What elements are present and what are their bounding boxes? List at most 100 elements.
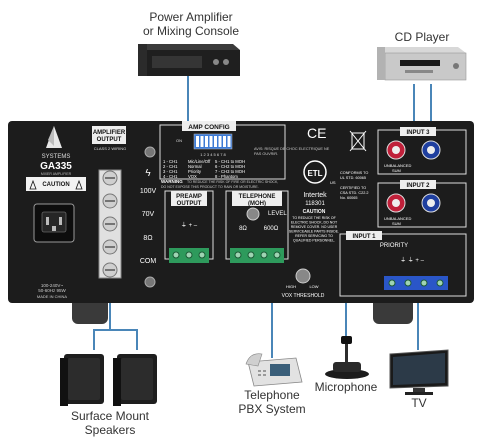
warning-text: TO REDUCE THE RISK OF FIRE OR ELECTRIC S…: [187, 180, 278, 184]
dip-switch-8[interactable]: [227, 136, 231, 147]
amp-output-title-2: OUTPUT: [97, 137, 122, 143]
preamp-title-1: PREAMP: [176, 194, 202, 200]
caution2-line: TO REDUCE THE RISK OF: [292, 216, 335, 220]
terminal-screw-icon[interactable]: [436, 279, 444, 287]
caution-label: CAUTION: [26, 177, 86, 191]
dip-switch-3[interactable]: [205, 136, 208, 147]
conforms-1: CONFORMS TO: [340, 171, 368, 175]
terminal-100v: 100V: [140, 188, 157, 195]
terminal-screw-icon[interactable]: [273, 251, 281, 259]
config-cell: 6 - CH2 to MOH: [215, 164, 245, 169]
config-cell: 1 - CH1: [163, 159, 178, 164]
power-rating-line1: 100-240V~: [41, 283, 64, 288]
input2-unbalanced: UNBALANCED: [384, 216, 411, 221]
config-cell: 3 - CH1: [163, 169, 178, 174]
speaker-right: [113, 354, 157, 406]
input3-unbalanced: UNBALANCED: [384, 163, 411, 168]
tv-device: [389, 349, 449, 395]
vox-low: LOW: [309, 284, 318, 289]
model-name: GA335: [40, 161, 72, 172]
ce-mark: CE: [307, 125, 326, 141]
brand-name: SYSTEMS: [42, 154, 71, 160]
dip-switch-1[interactable]: [196, 136, 199, 147]
terminal-screw-icon[interactable]: [172, 251, 180, 259]
input2-title: INPUT 2: [406, 183, 430, 189]
power-amplifier-label: Power Amplifier or Mixing Console: [142, 10, 240, 38]
power-amplifier-device: [138, 44, 240, 76]
caution-text: CAUTION: [42, 182, 69, 188]
config-cell: VOX: [188, 174, 197, 179]
vox-threshold-label: VOX THRESHOLD: [282, 293, 325, 299]
warning-title: WARNING: [161, 179, 183, 184]
dip-switch-block[interactable]: [193, 133, 233, 150]
power-rating-line2: 50-60Hz 95W: [38, 288, 66, 293]
tv-label: TV: [411, 396, 427, 410]
terminal-com: COM: [140, 258, 157, 265]
conforms-2: UL STD. 60065: [340, 176, 366, 180]
microphone-label: Microphone: [314, 380, 378, 394]
terminal-screw-icon[interactable]: [185, 251, 193, 259]
caution2-line: ELECTRIC SHOCK, DO NOT: [291, 221, 338, 225]
caution2-line: REFER SERVICING TO: [295, 234, 333, 238]
amp-output-title-1: AMPLIFIER: [93, 130, 126, 136]
french-warning-2: PAS OUVRIR.: [254, 152, 278, 156]
vox-high: HIGH: [286, 284, 296, 289]
dip-switch-7[interactable]: [223, 136, 226, 147]
terminal-screw-icon[interactable]: [198, 251, 206, 259]
etl-text: ETL: [307, 169, 322, 178]
input3-section: INPUT 3 UNBALANCED SUM: [377, 127, 467, 175]
input2-sum: SUM: [392, 221, 401, 226]
dip-switch-4[interactable]: [209, 136, 213, 147]
input1-section: INPUT 1 PRIORITY ⏚ ⏚ + –: [339, 231, 467, 297]
class2-label: CLASS 2 WIRING: [94, 146, 126, 151]
dip-numbers: 1 2 3 4 5 6 7 8: [200, 152, 226, 157]
cd-player-device: [377, 47, 467, 81]
ohm600-label: 600Ω: [264, 226, 279, 232]
input3-title: INPUT 3: [406, 130, 430, 136]
input1-terminal[interactable]: [384, 276, 448, 290]
config-cell: Mic/Line/Off: [188, 159, 211, 164]
terminal-screw-icon[interactable]: [420, 279, 428, 287]
config-cell: Priority: [188, 169, 202, 174]
panel-body: [8, 121, 474, 303]
cd-player-label: CD Player: [394, 30, 450, 44]
weee-bin-icon: [351, 132, 365, 150]
ac-power-inlet[interactable]: [33, 203, 75, 243]
input3-sum: SUM: [392, 168, 401, 173]
certified-1: CERTIFIED TO: [340, 186, 366, 190]
telephone-moh-section: TELEPHONE (MOH) LEVEL 8Ω 600Ω: [225, 190, 289, 263]
speaker-left: [60, 354, 104, 406]
config-cell: 7 - CH3 to MOH: [215, 169, 245, 174]
vox-threshold-section: HIGH LOW VOX THRESHOLD: [282, 268, 325, 299]
level-label: LEVEL: [268, 211, 287, 217]
model-sub: MIXER AMPLIFIER: [41, 172, 72, 176]
terminal-screw-icon[interactable]: [260, 251, 268, 259]
etl-mark: [303, 160, 327, 184]
preamp-output-section: PREAMP OUTPUT ⏚ + –: [164, 190, 214, 263]
caution2-line: SERVICEABLE PARTS INSIDE.: [289, 230, 339, 234]
level-knob[interactable]: [246, 207, 260, 221]
config-cell: Normal: [188, 164, 202, 169]
terminal-screw-icon[interactable]: [388, 279, 396, 287]
surface-speakers-label: Surface Mount Speakers: [70, 409, 150, 437]
dip-on-label: ON: [176, 138, 182, 143]
telephone-device: [245, 353, 303, 387]
dip-switch-5[interactable]: [214, 136, 217, 147]
vox-threshold-knob[interactable]: [295, 268, 311, 284]
terminal-screw-icon[interactable]: [404, 279, 412, 287]
dip-switch-6[interactable]: [218, 136, 222, 147]
dip-switch-2[interactable]: [200, 136, 204, 147]
telephone-title-2: (MOH): [248, 201, 266, 207]
terminal-screw-icon[interactable]: [234, 251, 242, 259]
preamp-title-2: OUTPUT: [177, 201, 202, 207]
input2-section: INPUT 2 UNBALANCED SUM: [377, 180, 467, 228]
input1-title: INPUT 1: [352, 234, 376, 240]
microphone-device: [325, 336, 369, 379]
telephone-terminal[interactable]: [230, 248, 284, 263]
terminal-screws: [102, 170, 118, 278]
certified-3: No. 60065: [340, 196, 358, 200]
terminal-screw-icon[interactable]: [247, 251, 255, 259]
